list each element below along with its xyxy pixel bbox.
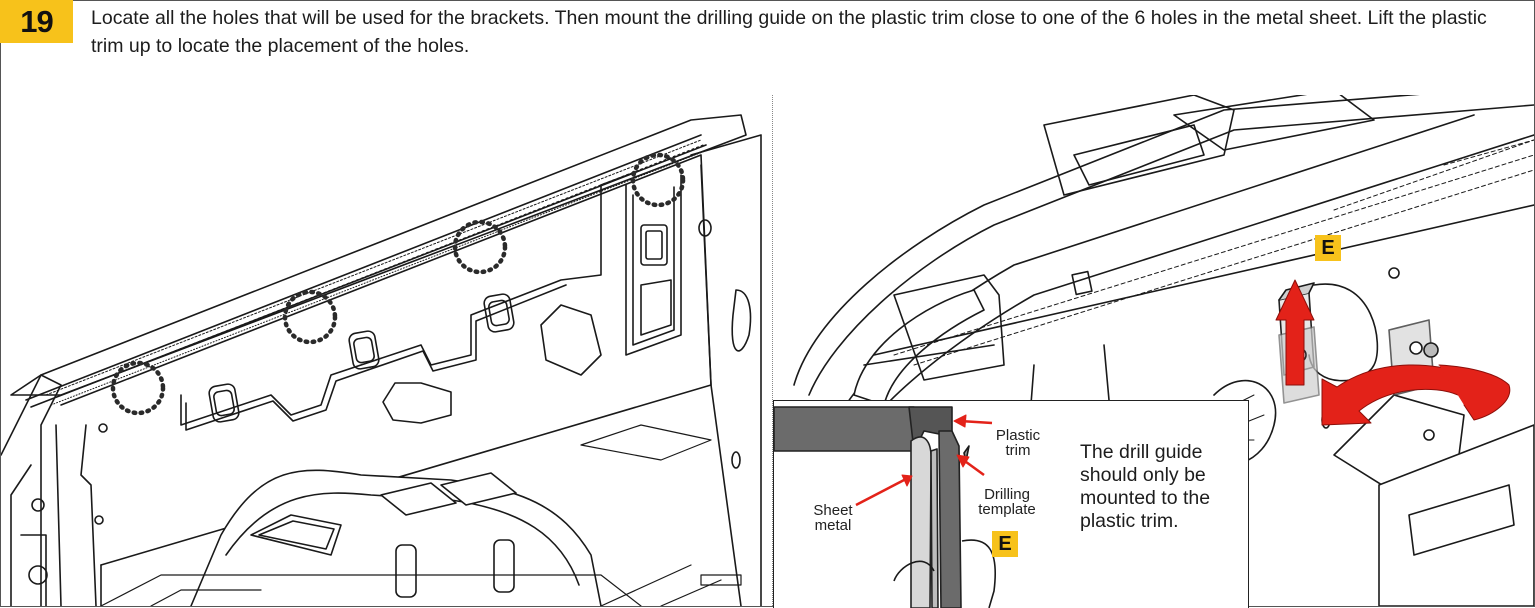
drill-guide-note: The drill guide should only be mounted t… (1080, 441, 1211, 532)
step-number-badge: 19 (0, 0, 73, 43)
sheet-metal-label: Sheet metal (813, 502, 853, 534)
truck-bed-overview-illustration (1, 95, 771, 606)
drilling-template-label: Drilling template (978, 486, 1036, 518)
closeup-part-e-tag: E (1315, 235, 1341, 261)
cross-section-detail-inset: Plastic trim Sheet metal Drilling templa… (773, 400, 1249, 608)
drilling-template-part-e-tag: E (992, 531, 1018, 557)
plastic-trim-label: Plastic trim (995, 427, 1041, 459)
panel-divider (772, 95, 773, 606)
step-instruction-text: Locate all the holes that will be used f… (91, 7, 1487, 57)
